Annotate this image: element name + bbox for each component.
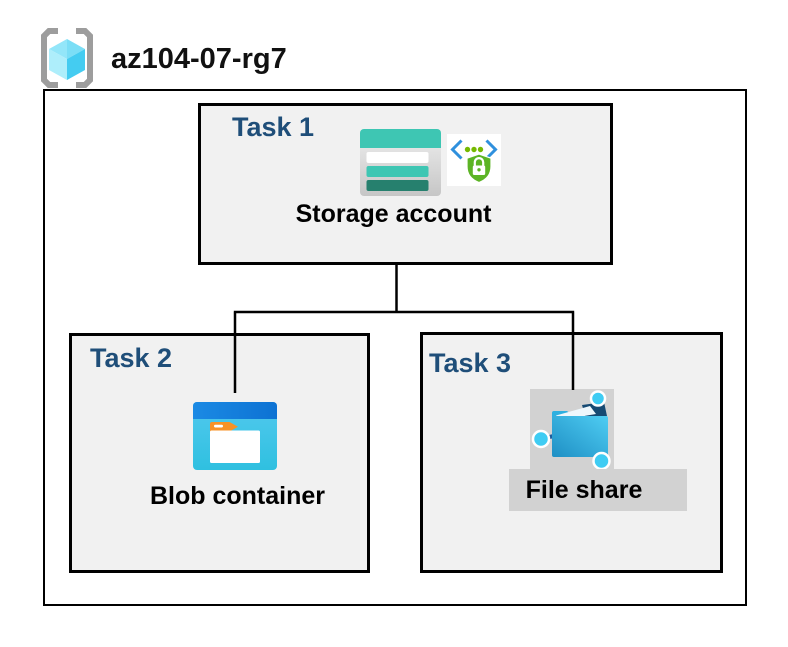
- task1-box: Task 1: [198, 103, 613, 265]
- file-share-label: File share: [525, 476, 643, 504]
- task3-label: Task 3: [429, 348, 512, 378]
- task1-label: Task 1: [232, 112, 315, 142]
- file-share-label-bar: File share: [509, 469, 687, 511]
- storage-account-label: Storage account: [295, 200, 492, 228]
- blob-container-label: Blob container: [149, 482, 325, 510]
- storage-account-icon: [360, 129, 441, 196]
- resource-group-icon: [41, 28, 93, 88]
- blob-container-icon: [193, 402, 277, 470]
- secure-access-icon: [447, 134, 501, 186]
- task2-box: Task 2 Blob container: [69, 333, 370, 573]
- resource-group-name: az104-07-rg7: [111, 43, 287, 75]
- task3-box: Task 3: [420, 332, 723, 573]
- file-share-icon-backdrop: [530, 389, 614, 471]
- task2-label: Task 2: [90, 343, 173, 373]
- file-share-icon: [531, 390, 611, 471]
